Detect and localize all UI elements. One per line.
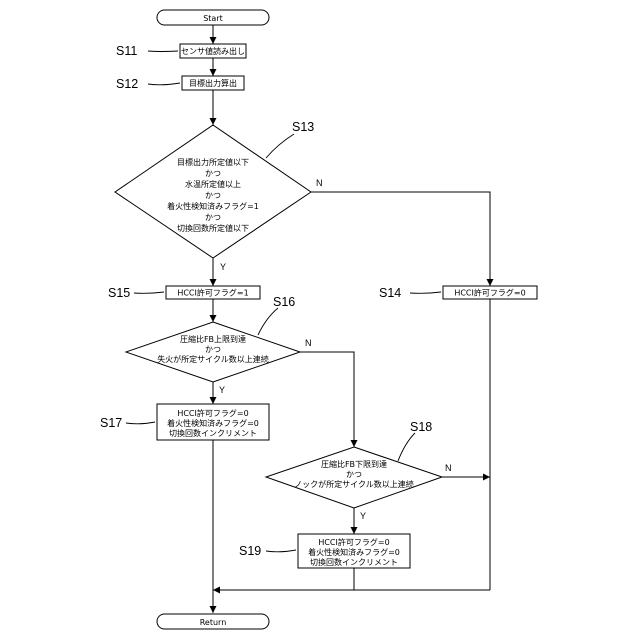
step-s17: HCCI許可フラグ=0 着火性検知済みフラグ=0 切換回数インクリメント S17 xyxy=(100,404,269,440)
s18-line-2: かつ xyxy=(346,470,362,479)
s15-leader xyxy=(134,292,164,293)
s18-label: S18 xyxy=(410,420,432,434)
decision-s18: 圧縮比FB下限到達 かつ ノックが所定サイクル数以上連続 S18 Y N xyxy=(266,420,452,521)
s16-line-1: 圧縮比FB上限到達 xyxy=(180,334,246,344)
s18-line-1: 圧縮比FB下限到達 xyxy=(321,459,387,469)
s17-line-1: HCCI許可フラグ=0 xyxy=(177,408,248,418)
decision-s13: 目標出力所定値以下 かつ 水温所定値以上 かつ 着火性検知済みフラグ=1 かつ … xyxy=(115,120,323,272)
s14-label: S14 xyxy=(379,286,401,300)
step-s19: HCCI許可フラグ=0 着火性検知済みフラグ=0 切換回数インクリメント S19 xyxy=(239,534,410,568)
arrow-s16-s18 xyxy=(300,352,354,447)
s19-line-2: 着火性検知済みフラグ=0 xyxy=(308,547,400,557)
s13-line-6: かつ xyxy=(205,213,221,222)
s11-label: S11 xyxy=(116,44,137,58)
s16-leader xyxy=(258,308,278,335)
step-s15: HCCI許可フラグ=1 S15 xyxy=(108,286,260,300)
s16-label: S16 xyxy=(273,295,295,309)
s17-line-2: 着火性検知済みフラグ=0 xyxy=(167,418,259,428)
s18-leader xyxy=(398,433,415,461)
s15-label: S15 xyxy=(108,286,130,300)
s12-text: 目標出力算出 xyxy=(189,78,237,88)
s13-line-7: 切換回数所定値以下 xyxy=(177,223,249,233)
s16-yes: Y xyxy=(219,385,225,395)
s16-line-2: かつ xyxy=(205,345,221,354)
s13-leader xyxy=(266,134,294,158)
s17-label: S17 xyxy=(100,416,122,430)
s19-leader xyxy=(266,550,296,552)
step-s14: HCCI許可フラグ=0 S14 xyxy=(379,286,537,300)
s17-line-3: 切換回数インクリメント xyxy=(169,428,257,438)
start-terminal: Start xyxy=(157,10,269,25)
s12-leader xyxy=(148,83,180,85)
s13-line-2: かつ xyxy=(205,169,221,178)
step-s12: 目標出力算出 S12 xyxy=(116,76,244,91)
s15-text: HCCI許可フラグ=1 xyxy=(177,288,248,298)
s18-no: N xyxy=(445,463,452,473)
s19-label: S19 xyxy=(239,544,261,558)
s14-leader xyxy=(410,292,441,293)
return-terminal: Return xyxy=(157,614,269,629)
s16-no: N xyxy=(305,338,312,348)
arrow-s13-s14 xyxy=(311,192,490,286)
s18-line-3: ノックが所定サイクル数以上連続 xyxy=(294,479,413,489)
s13-line-1: 目標出力所定値以下 xyxy=(177,157,249,167)
s11-leader xyxy=(148,51,178,52)
s13-label: S13 xyxy=(292,120,314,134)
s12-label: S12 xyxy=(116,77,138,91)
s13-line-4: かつ xyxy=(205,191,221,200)
s18-yes: Y xyxy=(360,511,366,521)
s19-line-3: 切換回数インクリメント xyxy=(310,557,398,567)
s13-yes: Y xyxy=(220,262,226,272)
return-text: Return xyxy=(200,618,227,627)
connectors xyxy=(213,25,490,613)
s17-leader xyxy=(126,422,155,424)
s14-text: HCCI許可フラグ=0 xyxy=(454,288,525,298)
s13-no: N xyxy=(316,178,323,188)
s16-line-3: 失火が所定サイクル数以上連続 xyxy=(157,354,269,364)
s13-line-3: 水温所定値以上 xyxy=(185,179,241,189)
s11-text: センサ値読み出し xyxy=(181,46,245,56)
s13-line-5: 着火性検知済みフラグ=1 xyxy=(167,201,259,211)
start-text: Start xyxy=(203,14,223,23)
s19-line-1: HCCI許可フラグ=0 xyxy=(318,537,389,547)
step-s11: センサ値読み出し S11 xyxy=(116,44,246,58)
decision-s16: 圧縮比FB上限到達 かつ 失火が所定サイクル数以上連続 S16 Y N xyxy=(126,295,312,395)
